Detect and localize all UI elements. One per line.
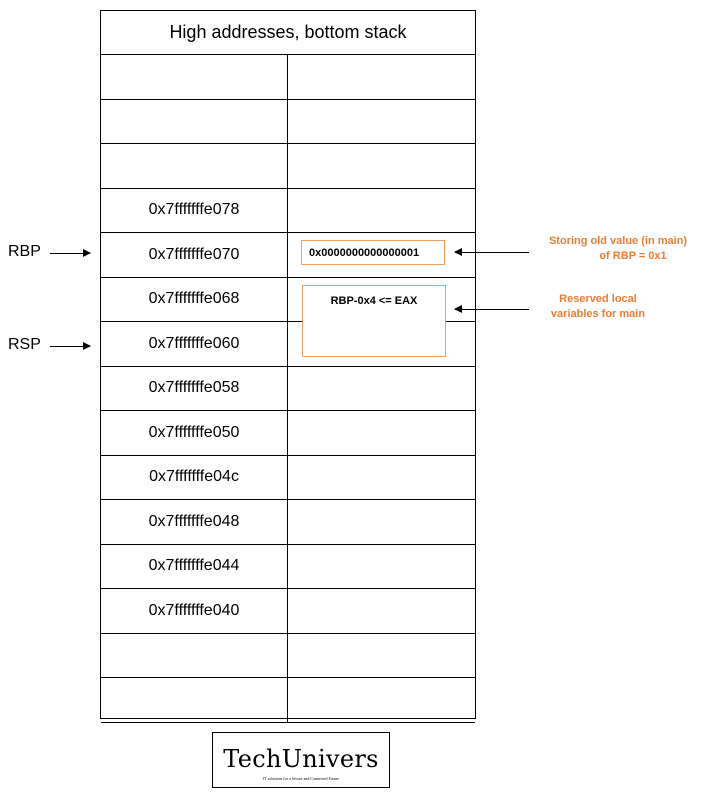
stack-row: 0x7fffffffe058	[101, 366, 475, 411]
stack-row	[101, 55, 475, 100]
stack-row: 0x7fffffffe070	[101, 233, 475, 278]
stack-row: 0x7fffffffe048	[101, 500, 475, 545]
stack-address: 0x7fffffffe058	[101, 366, 288, 410]
stack-value-cell	[288, 589, 475, 633]
logo-name: TechUnivers	[223, 745, 379, 773]
stack-row	[101, 144, 475, 189]
stack-value-cell	[288, 189, 475, 233]
stack-address: 0x7fffffffe040	[101, 589, 288, 633]
stack-address	[101, 55, 288, 99]
stack-row	[101, 99, 475, 144]
stack-value-cell	[288, 634, 475, 678]
stack-address: 0x7fffffffe070	[101, 233, 288, 277]
old-rbp-note-line2: of RBP = 0x1	[599, 250, 667, 262]
old-rbp-value-box: 0x0000000000000001	[301, 240, 445, 265]
stack-address: 0x7fffffffe044	[101, 544, 288, 588]
stack-address	[101, 144, 288, 188]
stack-address: 0x7fffffffe068	[101, 277, 288, 321]
stack-row: 0x7fffffffe050	[101, 411, 475, 456]
old-rbp-note-line1: Storing old value (in main)	[548, 235, 688, 247]
stack-value-cell	[288, 500, 475, 544]
stack-value-cell	[288, 678, 475, 722]
stack-value-cell	[288, 545, 475, 589]
stack-header: High addresses, bottom stack	[101, 11, 475, 55]
logo-tagline: IT solutions for a Secure and Connected …	[263, 776, 339, 781]
rbp-arrow	[50, 249, 91, 257]
stack-value-cell	[288, 367, 475, 411]
local-variables-box: RBP-0x4 <= EAX	[302, 285, 446, 357]
stack-address	[101, 99, 288, 143]
stack-value-cell	[288, 456, 475, 500]
local-variables-text: RBP-0x4 <= EAX	[330, 295, 418, 307]
stack-row: 0x7fffffffe078	[101, 188, 475, 233]
stack-diagram: High addresses, bottom stack 0x7fffffffe…	[100, 10, 476, 723]
techunivers-logo: TechUnivers IT solutions for a Secure an…	[212, 732, 390, 788]
stack-row: 0x7fffffffe060	[101, 322, 475, 367]
stack-row: 0x7fffffffe044	[101, 544, 475, 589]
stack-row: 0x7fffffffe04c	[101, 455, 475, 500]
stack-value-cell	[288, 144, 475, 188]
old-rbp-value: 0x0000000000000001	[309, 246, 420, 259]
stack-address: 0x7fffffffe048	[101, 500, 288, 544]
rsp-arrow	[50, 342, 91, 350]
locals-note-arrow	[454, 305, 529, 313]
stack-address: 0x7fffffffe078	[101, 188, 288, 232]
stack-address	[101, 678, 288, 722]
stack-address: 0x7fffffffe04c	[101, 455, 288, 499]
locals-note-line1: Reserved local	[559, 293, 637, 305]
stack-row: 0x7fffffffe068	[101, 277, 475, 322]
stack-row: 0x7fffffffe040	[101, 589, 475, 634]
rbp-label: RBP	[8, 243, 41, 260]
stack-value-cell	[288, 55, 475, 99]
rsp-label: RSP	[8, 336, 41, 353]
locals-note-line2: variables for main	[550, 308, 646, 320]
stack-address: 0x7fffffffe050	[101, 411, 288, 455]
stack-row	[101, 678, 475, 723]
old-rbp-note-arrow	[454, 248, 529, 256]
stack-address: 0x7fffffffe060	[101, 322, 288, 366]
stack-value-cell	[288, 100, 475, 144]
locals-note: Reserved local variables for main	[530, 292, 666, 322]
stack-address	[101, 633, 288, 677]
stack-row	[101, 633, 475, 678]
stack-value-cell	[288, 411, 475, 455]
old-rbp-note: Storing old value (in main) of RBP = 0x1	[530, 234, 706, 264]
